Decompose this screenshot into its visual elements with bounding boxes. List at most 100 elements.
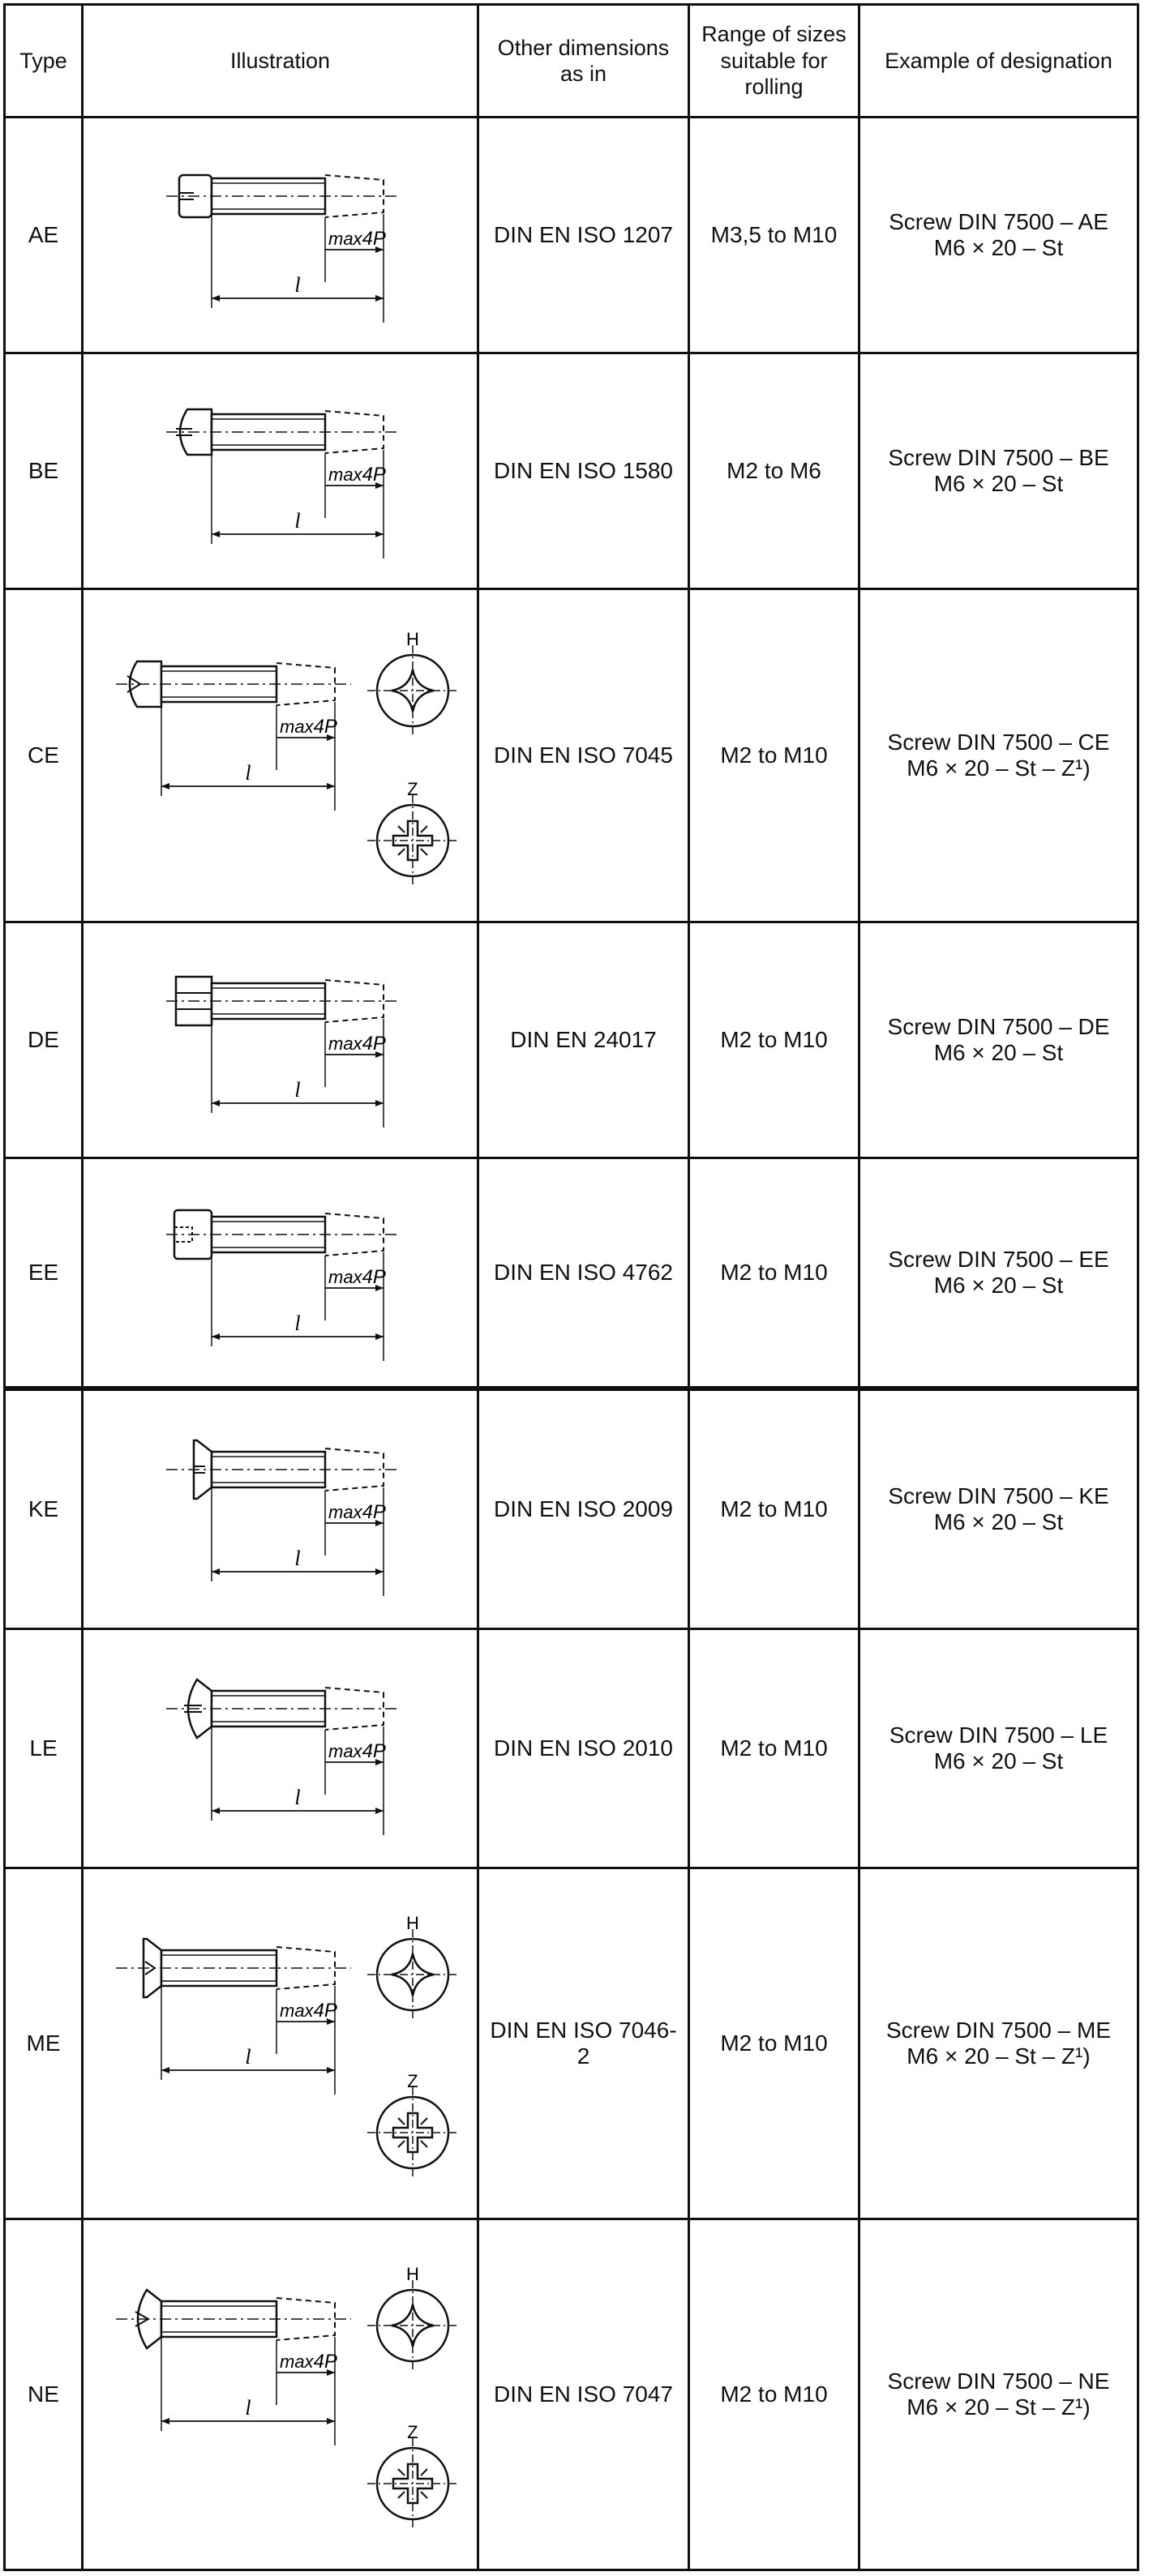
cell-range: M2 to M10 xyxy=(688,1386,860,1630)
length-label: l xyxy=(245,761,251,785)
cell-range: M2 to M6 xyxy=(688,352,860,590)
max-pitch-label: max4P xyxy=(280,716,337,738)
screw-illustration: max4P l xyxy=(166,975,400,1128)
screw-types-table: Type Illustration Other dimensions as in… xyxy=(3,3,1139,2571)
phillips-recess-icon xyxy=(367,645,458,736)
cell-range: M2 to M10 xyxy=(688,2218,860,2571)
cell-other-dimensions: DIN EN ISO 7047 xyxy=(477,2218,690,2571)
cell-type: KE xyxy=(3,1386,84,1630)
cell-range: M2 to M10 xyxy=(688,1867,860,2220)
cell-type: EE xyxy=(3,1157,84,1390)
designation-line-1: Screw DIN 7500 – CE xyxy=(887,729,1110,755)
cell-illustration: max4P l xyxy=(81,921,479,1159)
cell-type: AE xyxy=(3,116,84,354)
designation-line-1: Screw DIN 7500 – DE xyxy=(887,1013,1110,1039)
cell-illustration: max4P l xyxy=(81,116,479,354)
length-label: l xyxy=(245,2045,251,2069)
length-label: l xyxy=(294,273,300,297)
cell-other-dimensions: DIN EN ISO 7046-2 xyxy=(477,1867,690,2220)
cell-type: BE xyxy=(3,352,84,590)
drive-label-h: H xyxy=(406,629,419,649)
phillips-recess-icon xyxy=(367,2280,458,2371)
cell-range: M2 to M10 xyxy=(688,921,860,1159)
drive-label-h: H xyxy=(406,2264,419,2284)
designation-line-1: Screw DIN 7500 – BE xyxy=(888,444,1109,470)
length-label: l xyxy=(294,1078,300,1102)
cell-other-dimensions: DIN EN ISO 4762 xyxy=(477,1157,690,1390)
max-pitch-label: max4P xyxy=(328,464,386,486)
pozidriv-recess-icon xyxy=(367,795,458,886)
designation-line-1: Screw DIN 7500 – ME xyxy=(886,2017,1111,2043)
drive-label-h: H xyxy=(406,1913,419,1933)
header-type: Type xyxy=(3,3,84,118)
designation-line-2: M6 × 20 – St – Z¹) xyxy=(907,755,1091,781)
designation-line-1: Screw DIN 7500 – EE xyxy=(888,1246,1109,1272)
cell-other-dimensions: DIN EN ISO 2010 xyxy=(477,1628,690,1869)
header-range-of-sizes: Range of sizes suitable for rolling xyxy=(688,3,860,118)
cell-other-dimensions: DIN EN ISO 7045 xyxy=(477,588,690,923)
phillips-recess-icon xyxy=(367,1929,458,2020)
designation-line-1: Screw DIN 7500 – NE xyxy=(887,2368,1110,2394)
designation-line-2: M6 × 20 – St xyxy=(933,1748,1064,1774)
cell-type: ME xyxy=(3,1867,84,2220)
length-label: l xyxy=(294,1786,300,1809)
cell-other-dimensions: DIN EN ISO 1207 xyxy=(477,116,690,354)
header-illustration: Illustration xyxy=(81,3,479,118)
length-label: l xyxy=(245,2396,251,2420)
header-other-dimensions: Other dimensions as in xyxy=(477,3,690,118)
cell-range: M2 to M10 xyxy=(688,588,860,923)
pozidriv-recess-icon xyxy=(367,2438,458,2529)
cell-type: LE xyxy=(3,1628,84,1869)
designation-line-2: M6 × 20 – St xyxy=(933,471,1064,496)
cell-range: M2 to M10 xyxy=(688,1157,860,1390)
cell-type: NE xyxy=(3,2218,84,2571)
length-label: l xyxy=(294,1312,300,1335)
screw-side-view: max4P l xyxy=(116,660,351,811)
cell-other-dimensions: DIN EN 24017 xyxy=(477,921,690,1159)
designation-line-2: M6 × 20 – St – Z¹) xyxy=(907,2394,1091,2420)
designation-line-2: M6 × 20 – St xyxy=(933,1040,1064,1065)
max-pitch-label: max4P xyxy=(328,228,386,250)
header-example-designation: Example of designation xyxy=(858,3,1139,118)
max-pitch-label: max4P xyxy=(328,1033,386,1055)
max-pitch-label: max4P xyxy=(328,1501,386,1523)
designation-line-2: M6 × 20 – St xyxy=(933,1273,1064,1298)
table-header-row: Type Illustration Other dimensions as in… xyxy=(3,3,1139,118)
drive-label-z: Z xyxy=(407,2071,418,2091)
designation-line-1: Screw DIN 7500 – LE xyxy=(889,1722,1108,1748)
cell-other-dimensions: DIN EN ISO 1580 xyxy=(477,352,690,590)
